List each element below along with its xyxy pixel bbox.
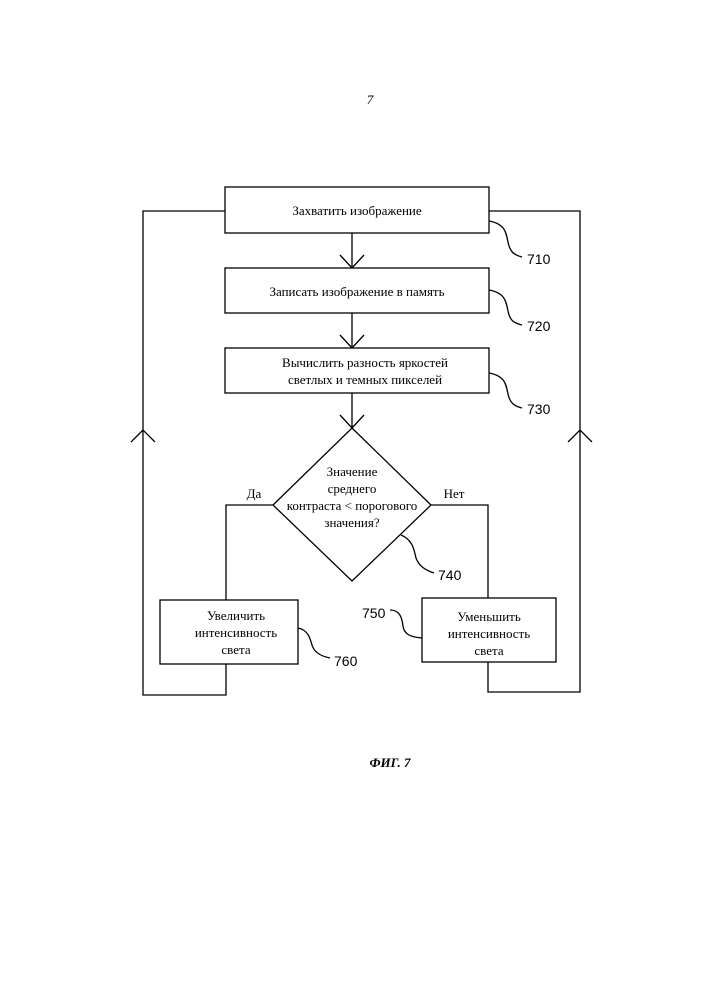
step-720-text: Записать изображение в память — [269, 284, 444, 299]
step-760-text-line3: света — [221, 642, 250, 657]
down-arrows — [340, 233, 364, 428]
decision-text-line1: Значение — [327, 464, 378, 479]
page-number: 7 — [367, 92, 374, 107]
step-750-text-line1: Уменьшить — [457, 609, 521, 624]
step-760-text-line1: Увеличить — [207, 608, 265, 623]
step-710-text: Захватить изображение — [292, 203, 422, 218]
decision-text-line4: значения? — [324, 515, 380, 530]
ref-750: 750 — [362, 605, 386, 621]
decision-text-line2: среднего — [328, 481, 377, 496]
ref-720: 720 — [527, 318, 551, 334]
ref-740: 740 — [438, 567, 462, 583]
figure-caption: ФИГ. 7 — [369, 755, 411, 770]
branch-yes-label: Да — [247, 486, 262, 501]
step-750-text-line2: интенсивность — [448, 626, 530, 641]
ref-710: 710 — [527, 251, 551, 267]
decision-text-line3: контраста < порогового — [287, 498, 417, 513]
ref-760: 760 — [334, 653, 358, 669]
ref-730: 730 — [527, 401, 551, 417]
step-750-text-line3: света — [474, 643, 503, 658]
step-760-text-line2: интенсивность — [195, 625, 277, 640]
branch-no-label: Нет — [444, 486, 465, 501]
step-730-text-line2: светлых и темных пикселей — [288, 372, 442, 387]
step-730-text-line1: Вычислить разность яркостей — [282, 355, 448, 370]
